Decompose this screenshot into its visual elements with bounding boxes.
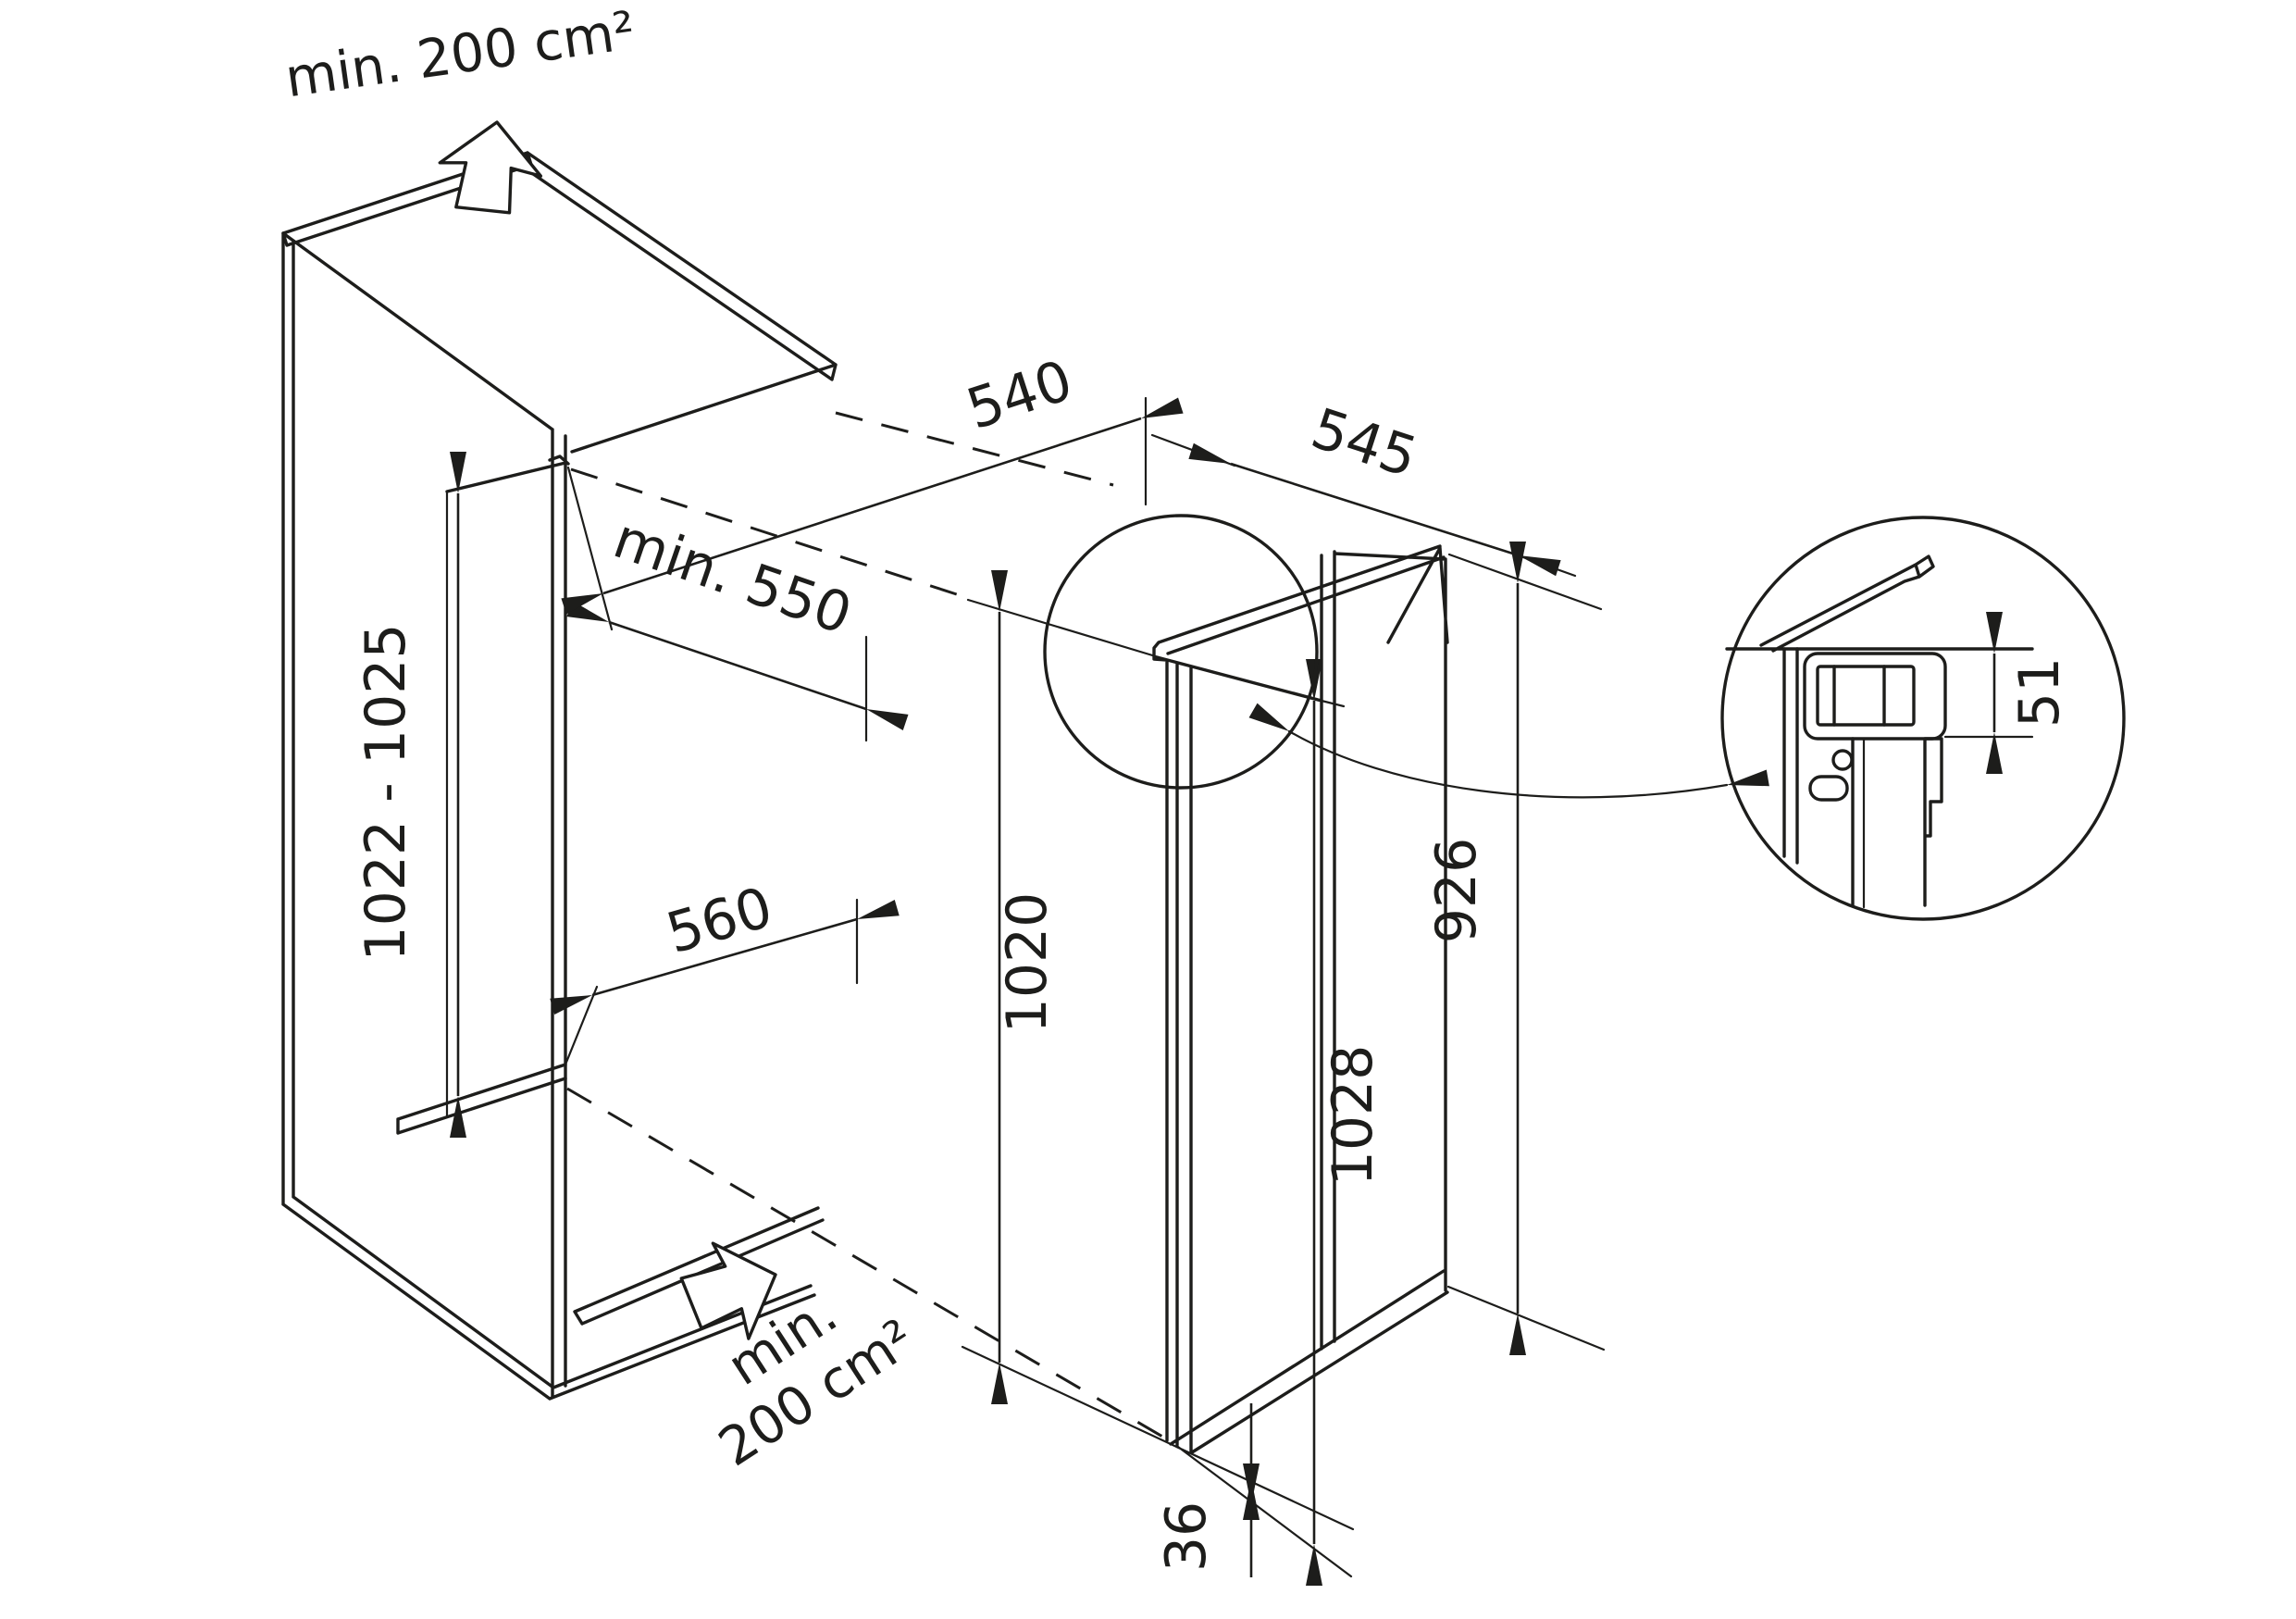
detail-door-panel [1782,647,1943,907]
dim-door-height: 1020 [991,570,1060,1404]
detail-view: 51 [1720,516,2126,921]
detail-hinge-body [1803,652,1947,741]
dim-label-bottom-gap: 36 [1154,1501,1219,1572]
detail-worktop-and-lip [1725,554,2034,653]
dim-label-unit-depth: 545 [1304,396,1425,491]
dim-bottom-gap: 36 [1154,1403,1260,1577]
fridge-drawing [961,544,1606,1578]
detail-zoom-circle [1720,516,2126,921]
airflow-arrow-bottom-icon [679,1241,777,1340]
detail-slot [1808,775,1849,802]
fridge-extension-lines [961,553,1606,1578]
dim-label-niche-depth: min. 550 [605,506,859,648]
dim-unit-height: 1028 [1306,659,1385,1586]
dim-label-niche-height: 1022 - 1025 [354,623,418,961]
detail-hinge-inner [1816,665,1916,727]
dim-rear-height: 926 [1424,542,1526,1355]
dim-label-niche-width: 560 [660,875,779,966]
dim-label-top-clearance: 540 [960,348,1081,442]
dim-unit-depth: 545 [1150,396,1577,578]
dim-label-hinge-detail: 51 [2007,657,2072,728]
fridge-structure [1152,544,1449,1454]
dim-niche-width: 560 [550,875,900,1066]
dim-niche-depth-min: min. 550 [566,466,909,742]
cabinet-roof [281,151,838,454]
dim-label-rear-height: 926 [1424,838,1489,944]
dim-niche-height: 1022 - 1025 [354,452,466,1138]
detail-screw-hole [1831,749,1854,771]
detail-leader-arrow [1248,703,1769,799]
vent-top-label: min. 200 cm² [281,0,639,109]
dim-label-unit-height: 1028 [1321,1045,1385,1187]
dim-label-door-height: 1020 [995,892,1060,1034]
detail-marker-circle [1043,514,1319,790]
airflow-arrow-top-icon [438,120,543,215]
